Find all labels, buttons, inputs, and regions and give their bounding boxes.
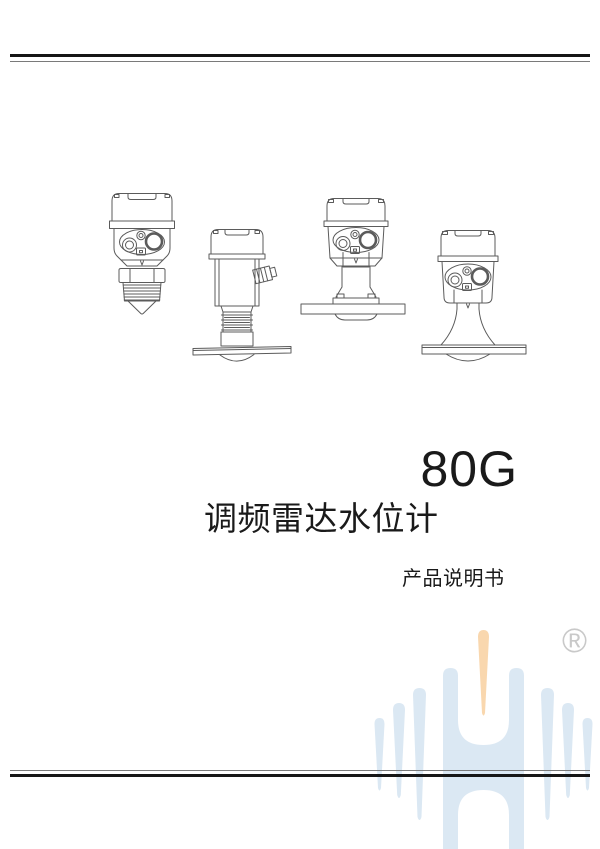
model-title: 80G [420,441,518,497]
top-rule-thin [10,61,590,62]
product-name-title: 调频雷达水位计 [204,500,439,537]
radar-sensor-threaded-drawing [106,190,178,318]
brand-logo-watermark [368,627,594,849]
top-rule-thick [10,54,590,57]
radar-sensor-bolted-flange-drawing [297,196,409,324]
radar-sensor-bellows-flange-drawing [191,227,293,367]
radar-sensor-horn-flange-drawing [421,227,527,369]
logo-water-bars [374,668,593,849]
registered-trademark-icon: ® [562,622,588,660]
bottom-rule-thick [10,774,590,777]
logo-flame-icon [478,630,489,716]
doc-type-subtitle: 产品说明书 [402,568,505,590]
bottom-rule-thin [10,770,590,771]
